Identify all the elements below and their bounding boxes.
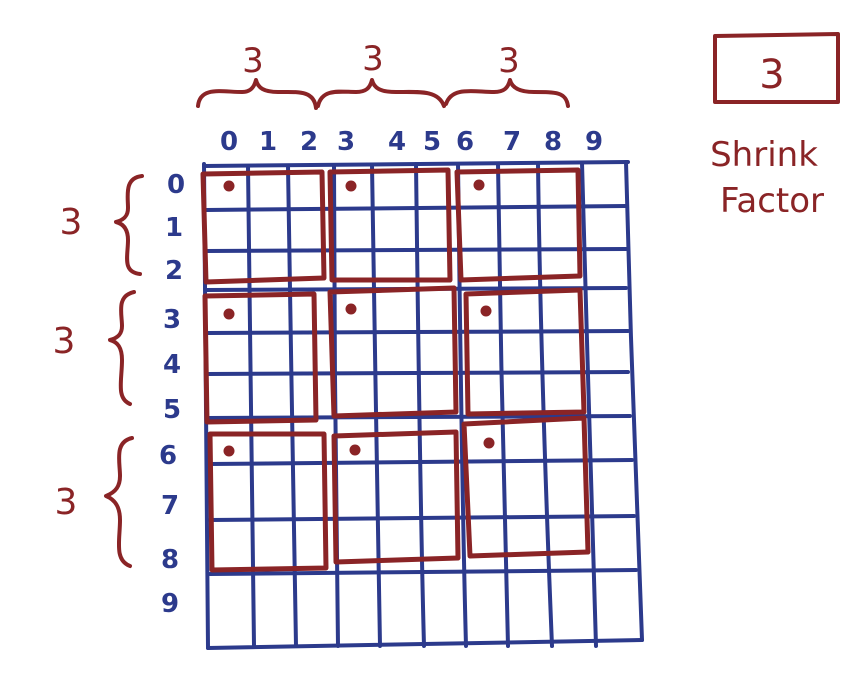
row-label-7: 7 — [161, 491, 179, 521]
block-2-2 — [461, 415, 591, 559]
top-brace-label-0: 3 — [242, 41, 264, 81]
corner-dot-1-2 — [480, 305, 492, 317]
shrink-factor-caption-line1: Shrink — [710, 135, 818, 175]
col-label-4: 4 — [388, 127, 406, 157]
left-brace-labels: 3 3 3 — [53, 202, 83, 523]
top-braces — [196, 78, 570, 110]
corner-dot-0-0 — [223, 180, 235, 192]
col-label-8: 8 — [544, 127, 562, 157]
left-brace-1 — [108, 290, 136, 406]
column-labels: 0 1 2 3 4 5 6 7 8 9 — [220, 127, 603, 157]
top-brace-1 — [316, 78, 446, 108]
left-brace-2 — [104, 436, 134, 568]
row-label-5: 5 — [163, 395, 181, 425]
block-1-0 — [202, 291, 319, 425]
col-label-9: 9 — [585, 127, 603, 157]
row-label-3: 3 — [163, 305, 181, 335]
block-corner-dots — [223, 179, 495, 457]
row-label-6: 6 — [159, 441, 177, 471]
row-label-1: 1 — [165, 213, 183, 243]
col-label-2: 2 — [300, 127, 318, 157]
top-brace-2 — [444, 78, 570, 108]
col-label-5: 5 — [423, 127, 441, 157]
col-label-7: 7 — [503, 127, 521, 157]
col-label-1: 1 — [259, 127, 277, 157]
left-brace-0 — [114, 174, 144, 276]
corner-dot-1-0 — [223, 308, 235, 320]
left-braces — [104, 174, 144, 568]
row-labels: 0 1 2 3 4 5 6 7 8 9 — [159, 170, 185, 619]
corner-dot-0-2 — [473, 179, 485, 191]
left-brace-label-2: 3 — [55, 482, 78, 523]
block-0-2 — [454, 167, 583, 283]
shrink-factor-box: 3 — [713, 32, 840, 104]
block-1-2 — [463, 287, 587, 417]
shrink-factor-value: 3 — [759, 52, 784, 98]
row-label-0: 0 — [167, 170, 185, 200]
block-1-1 — [327, 285, 459, 419]
top-brace-label-1: 3 — [362, 39, 384, 79]
row-label-9: 9 — [161, 589, 179, 619]
block-2-1 — [331, 429, 461, 565]
left-brace-label-1: 3 — [53, 321, 76, 362]
shrink-factor-frame — [713, 32, 840, 104]
block-0-0 — [200, 169, 327, 285]
row-label-2: 2 — [165, 256, 183, 286]
corner-dot-0-1 — [345, 180, 357, 192]
corner-dot-2-2 — [483, 437, 495, 449]
corner-dot-2-1 — [349, 444, 361, 456]
block-outlines — [200, 167, 591, 573]
row-label-4: 4 — [163, 350, 181, 380]
block-2-0 — [207, 431, 329, 573]
col-label-6: 6 — [456, 127, 474, 157]
left-brace-label-0: 3 — [60, 202, 83, 243]
col-label-0: 0 — [220, 127, 238, 157]
block-0-1 — [327, 167, 453, 283]
top-brace-0 — [196, 78, 318, 110]
col-label-3: 3 — [337, 127, 355, 157]
shrink-factor-caption-line2: Factor — [720, 181, 824, 221]
corner-dot-2-0 — [223, 445, 235, 457]
top-brace-label-2: 3 — [498, 41, 520, 81]
corner-dot-1-1 — [345, 303, 357, 315]
row-label-8: 8 — [161, 545, 179, 575]
top-brace-labels: 3 3 3 — [242, 39, 520, 81]
